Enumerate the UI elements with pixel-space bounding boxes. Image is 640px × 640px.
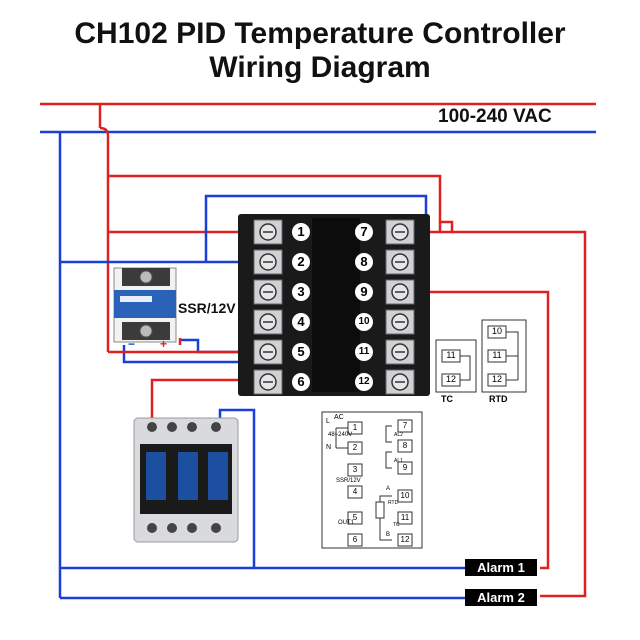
terminal-number-badge-7 [355, 223, 373, 241]
schem-rtd-label: RTD [388, 500, 399, 506]
schematic-terminal-4 [347, 485, 363, 499]
terminal-number-badge-1 [292, 223, 310, 241]
alarm-2-label: Alarm 2 [465, 589, 537, 606]
schematic-terminal-number-3: 3 [352, 465, 358, 474]
terminal-number-5: 5 [297, 344, 305, 359]
wire-coil [150, 378, 268, 420]
terminal-number-badge-5 [292, 343, 310, 361]
ssr-label: SSR/12V [178, 300, 236, 316]
terminal-number-1: 1 [297, 224, 305, 239]
schem-b-label: B [386, 532, 391, 538]
schem-ac-label: AC [334, 414, 344, 421]
terminal-number-badge-3 [292, 283, 310, 301]
schematic-terminal-number-8: 8 [402, 441, 408, 450]
wire-alarm1 [405, 290, 550, 570]
schem-a-label: A [386, 486, 391, 492]
terminal-number-badge-6 [292, 373, 310, 391]
terminal-number-11: 11 [358, 346, 370, 357]
schematic-terminal-8 [397, 439, 413, 453]
rtd-terminal-10: 10 [491, 326, 502, 336]
schem-tc-label: TC [393, 522, 400, 528]
schem-al2-label: AL2 [394, 432, 403, 438]
terminal-number-badge-11 [355, 343, 373, 361]
supply-voltage-label: 100-240 VAC [438, 106, 552, 127]
terminal-number-badge-9 [355, 283, 373, 301]
tc-sensor-diagram [435, 339, 477, 393]
schematic-terminal-10 [397, 489, 413, 503]
wire-coil-n [218, 408, 256, 430]
schematic-terminal-number-11: 11 [400, 513, 410, 522]
schematic-terminal-number-12: 12 [400, 535, 410, 544]
contactor [133, 417, 239, 543]
terminal-number-badge-8 [355, 253, 373, 271]
schematic-terminal-number-7: 7 [402, 421, 408, 430]
schematic-terminal-9 [397, 461, 413, 475]
schem-l-label: L [326, 418, 330, 425]
terminal-number-badge-2 [292, 253, 310, 271]
ssr-plus-label: + [160, 337, 168, 351]
terminal-number-4: 4 [297, 314, 305, 329]
schematic-terminal-7 [397, 419, 413, 433]
schematic-terminal-number-4: 4 [352, 487, 358, 496]
terminal-number-12: 12 [358, 376, 370, 387]
ssr-relay [113, 267, 177, 343]
schematic-terminal-number-1: 1 [352, 423, 358, 432]
tc-terminal-12: 12 [445, 374, 456, 384]
schem-ssr-label: SSR/12V [336, 478, 361, 484]
terminal-number-badge-4 [292, 313, 310, 331]
terminal-number-6: 6 [297, 374, 305, 389]
terminal-number-badge-10 [355, 313, 373, 331]
rtd-caption: RTD [489, 394, 508, 404]
tc-terminal-11: 11 [446, 350, 456, 360]
schematic-terminal-number-5: 5 [352, 513, 358, 522]
schematic-terminal-6 [347, 533, 363, 547]
schematic-terminal-number-9: 9 [402, 463, 408, 472]
terminal-number-10: 10 [358, 316, 370, 327]
terminal-number-2: 2 [297, 254, 305, 269]
title-line-1: CH102 PID Temperature Controller [74, 17, 566, 50]
ssr-minus-label: − [128, 337, 136, 351]
schem-n-label: N [326, 444, 332, 451]
terminal-number-8: 8 [360, 254, 368, 269]
controller-terminal-block [238, 214, 430, 396]
terminal-number-7: 7 [360, 224, 368, 239]
schematic-terminal-3 [347, 463, 363, 477]
schematic-terminal-11 [397, 511, 413, 525]
schem-al1-label: AL1 [394, 458, 403, 464]
schematic-terminal-5 [347, 511, 363, 525]
schematic-terminal-12 [397, 533, 413, 547]
terminal-number-badge-12 [355, 373, 373, 391]
alarm-1-label: Alarm 1 [465, 559, 537, 576]
terminal-number-3: 3 [297, 284, 305, 299]
schematic-terminal-number-6: 6 [352, 535, 358, 544]
supply-lines [40, 102, 596, 598]
title-line-2: Wiring Diagram [209, 51, 431, 84]
terminal-number-9: 9 [360, 284, 368, 299]
rtd-sensor-diagram [481, 319, 527, 393]
schematic-terminal-number-10: 10 [400, 491, 410, 500]
tc-caption: TC [441, 394, 453, 404]
schem-voltage-label: 48~240V [328, 432, 353, 438]
schem-out1-label: OUT1 [338, 520, 355, 526]
rtd-terminal-12: 12 [491, 374, 502, 384]
rtd-terminal-11: 11 [492, 350, 502, 360]
schematic-terminal-number-2: 2 [352, 443, 358, 452]
terminal-schematic [321, 411, 423, 549]
